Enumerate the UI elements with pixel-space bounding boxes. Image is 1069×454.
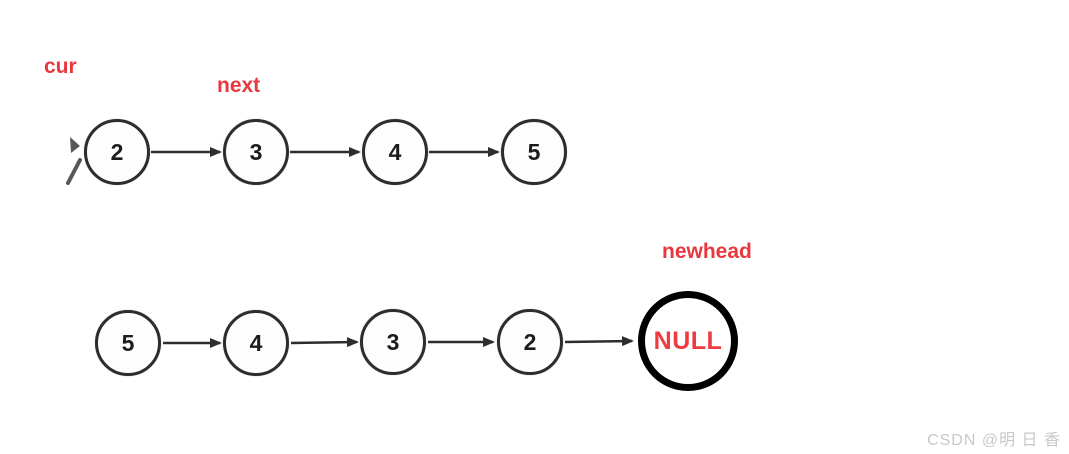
- bottom-list-node-5: 5: [95, 310, 161, 376]
- bottom-list-node-4: 4: [223, 310, 289, 376]
- watermark: CSDN @明 日 香: [927, 432, 1061, 449]
- label-cur: cur: [44, 55, 77, 78]
- bottom-list-node-2: 2: [497, 309, 563, 375]
- bottom-list-node-3: 3: [360, 309, 426, 375]
- arrow-bottom-2-to-null: [564, 336, 634, 347]
- top-list-node-5: 5: [501, 119, 567, 185]
- erased-arrow-artifact: [66, 137, 82, 185]
- null-node: NULL: [638, 291, 738, 391]
- label-next: next: [217, 74, 261, 97]
- top-list-node-2: 2: [84, 119, 150, 185]
- top-list-node-3: 3: [223, 119, 289, 185]
- label-newhead: newhead: [662, 240, 752, 263]
- top-list-node-4: 4: [362, 119, 428, 185]
- arrow-bottom-4-to-3: [290, 337, 359, 348]
